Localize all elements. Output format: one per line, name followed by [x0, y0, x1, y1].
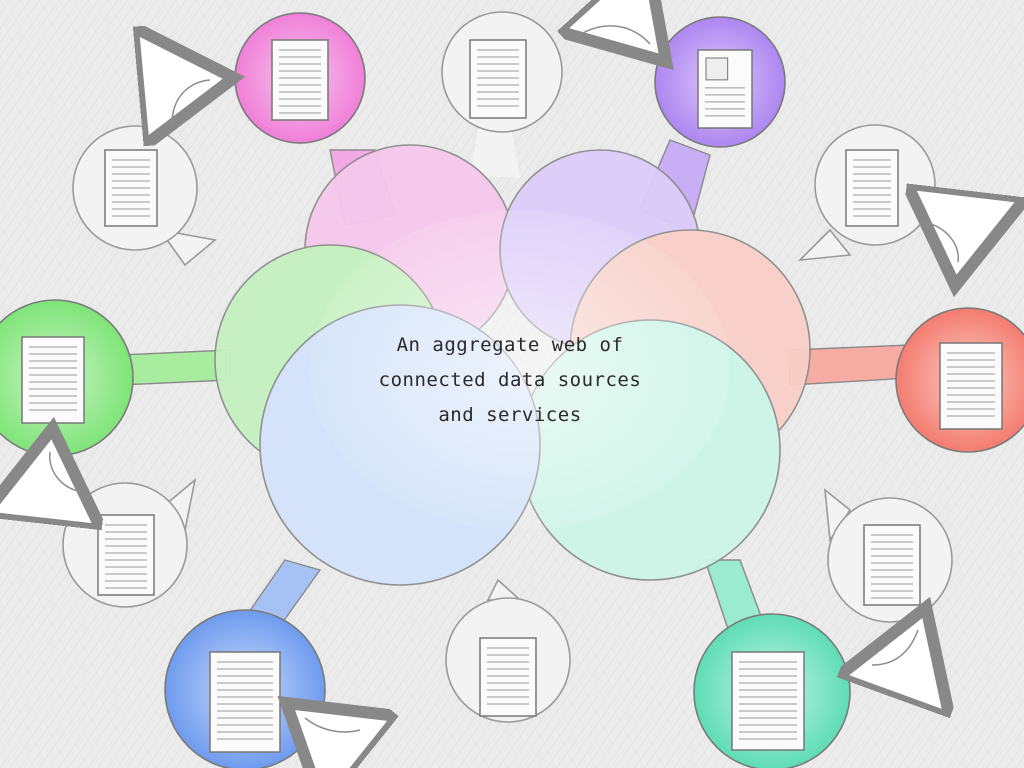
- document-icon: [731, 651, 805, 751]
- curved-arrow-icon: [172, 80, 210, 124]
- document-icon: [97, 514, 155, 596]
- document-icon: [104, 149, 158, 227]
- document-icon: [209, 651, 281, 753]
- caption-line-1: An aggregate web of: [396, 334, 624, 356]
- document-icon: [479, 637, 537, 717]
- caption-line-2: connected data sources: [378, 369, 642, 391]
- curved-arrow-icon: [50, 452, 82, 492]
- curved-arrow-icon: [305, 718, 360, 732]
- document-icon: [863, 524, 921, 606]
- hub-caption: An aggregate web of connected data sourc…: [330, 328, 690, 433]
- central-hub: [214, 144, 811, 586]
- caption-line-3: and services: [438, 404, 582, 426]
- curved-arrows: [50, 26, 958, 732]
- document-icon: [271, 39, 329, 121]
- curved-arrow-icon: [925, 222, 958, 262]
- curved-arrow-icon: [872, 630, 918, 665]
- curved-arrow-icon: [575, 26, 650, 44]
- document-icon: [845, 149, 899, 227]
- document-icon: [697, 49, 753, 129]
- document-icon: [939, 342, 1003, 430]
- document-icon: [469, 39, 527, 119]
- document-icon: [21, 336, 85, 424]
